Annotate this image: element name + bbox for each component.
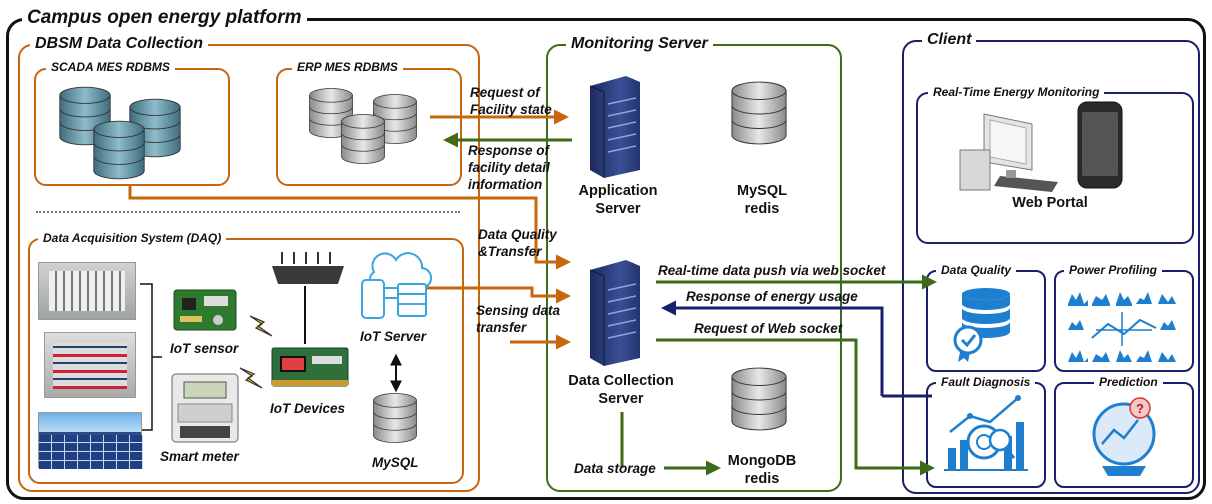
platform-frame	[6, 18, 1206, 500]
data-quality-transfer-label: Data Quality&Transfer	[478, 227, 557, 259]
request-websocket-label: Request of Web socket	[694, 321, 843, 336]
erp-database-icon	[309, 88, 417, 164]
wireless-signal-icon	[239, 367, 263, 389]
power-profiling-title: Power Profiling	[1064, 264, 1163, 276]
response-energy-label: Response of energy usage	[686, 289, 858, 304]
response-energy-arrow	[664, 308, 932, 398]
data-collection-server-icon	[589, 260, 640, 366]
iot-sensor-label: IoT sensor	[170, 341, 239, 356]
photo-bracket	[140, 283, 153, 431]
fault-diagnosis-icon	[944, 395, 1028, 471]
dbsm-frame	[18, 44, 480, 492]
platform-title: Campus open energy platform	[22, 8, 307, 27]
daq-mysql-database-icon	[373, 393, 417, 443]
svg-text:?: ?	[1136, 401, 1144, 416]
solar-panel-photo	[38, 412, 143, 469]
dotted-divider	[36, 211, 460, 213]
iot-server-cloud-icon	[361, 252, 432, 319]
prediction-title: Prediction	[1094, 376, 1163, 388]
smart-meter-icon	[171, 373, 239, 443]
request-websocket-arrow	[656, 338, 935, 476]
smart-meter-label: Smart meter	[160, 449, 239, 464]
iot-server-transfer-line	[420, 286, 571, 304]
iot-server-label: IoT Server	[360, 329, 427, 344]
realtime-push-label: Real-time data push via web socket	[658, 263, 886, 278]
daq-frame	[28, 238, 464, 484]
iot-sensor-board-icon	[173, 289, 237, 331]
data-storage-label: Data storage	[574, 461, 656, 476]
power-profiling-icon	[1068, 292, 1176, 362]
desktop-computer-icon	[959, 113, 1058, 192]
dbsm-title: DBSM Data Collection	[30, 36, 209, 52]
wiring-panel-photo	[44, 332, 136, 398]
web-portal-label: Web Portal	[1012, 195, 1088, 211]
realtime-title: Real-Time Energy Monitoring	[928, 86, 1105, 98]
scada-database-icon	[59, 86, 181, 180]
iot-devices-label: IoT Devices	[270, 401, 346, 416]
app-mysql-database-icon	[731, 81, 787, 145]
application-server-icon	[589, 76, 640, 178]
fault-diagnosis-title: Fault Diagnosis	[936, 376, 1036, 388]
prediction-crystal-ball-icon: ?	[1092, 397, 1156, 476]
mongodb-database-icon	[731, 367, 787, 431]
scada-transfer-line	[128, 186, 571, 270]
data-quality-title: Data Quality	[936, 264, 1017, 276]
electrical-panel-photo	[38, 262, 136, 320]
smartphone-icon	[1077, 101, 1123, 189]
daq-title: Data Acquisition System (DAQ)	[38, 232, 227, 244]
scada-title: SCADA MES RDBMS	[46, 61, 175, 73]
iot-router-icon	[272, 252, 344, 284]
client-frame	[902, 40, 1200, 494]
monitoring-title: Monitoring Server	[566, 36, 713, 52]
client-title: Client	[922, 32, 977, 48]
data-quality-icon	[953, 288, 1010, 362]
erp-title: ERP MES RDBMS	[292, 61, 403, 73]
daq-mysql-label: MySQL	[372, 455, 419, 470]
iot-device-board-icon	[271, 347, 349, 387]
wireless-signal-icon	[249, 315, 273, 337]
